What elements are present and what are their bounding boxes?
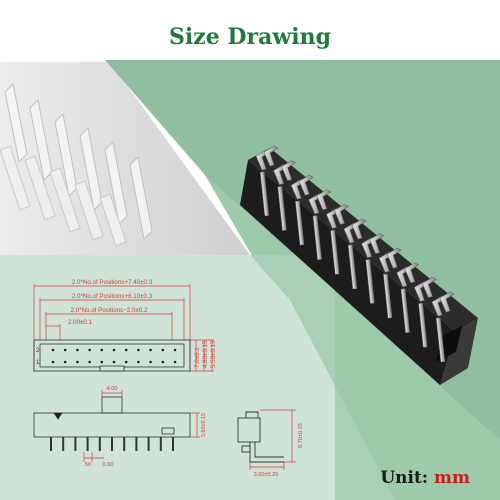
connector-pin: [431, 291, 455, 363]
dim-overall-label: 2.0*No.of Positions+7.40±0.3: [72, 279, 153, 286]
pin-dot: [112, 360, 116, 364]
dim-side-height-label: 8.70±0.25: [298, 423, 304, 448]
pin-dot: [124, 348, 128, 352]
side-view-drawing: [237, 411, 284, 463]
pin-dot: [88, 360, 91, 364]
pin-dot: [161, 360, 165, 364]
side-view-dims: [249, 409, 296, 470]
dim-right-label-1: 7.0±0.1: [194, 347, 201, 368]
front-pin: [86, 437, 89, 451]
front-pin: [98, 437, 101, 451]
dim-front-height-label: 5.60±0.15: [201, 413, 207, 437]
front-pin: [172, 437, 174, 451]
front-pin: [135, 437, 138, 451]
connector-3d: [240, 145, 478, 385]
unit-caption: Unit: mm: [380, 468, 470, 488]
front-pin: [62, 437, 65, 451]
dim-left-label: 50: [85, 462, 91, 468]
row-label-2: 2: [36, 348, 40, 354]
pin-dot: [137, 360, 140, 364]
pin-dot: [124, 360, 128, 364]
dim-right-label-2: 4.80±0.15: [202, 340, 209, 368]
front-view-dims: [83, 390, 200, 462]
connector-pin: [255, 145, 279, 217]
front-pin: [159, 437, 162, 451]
front-view-pins: [50, 437, 174, 451]
connector-pin: [343, 218, 367, 290]
dim-pins-label: 2.0*No.of Positions−2.0±0.2: [71, 307, 148, 314]
pin-dot: [161, 348, 165, 352]
front-pin: [147, 437, 150, 451]
unit-label: Unit:: [380, 468, 429, 488]
unit-value: mm: [434, 468, 470, 488]
dim-pin-label: 0.50: [103, 462, 114, 468]
dim-right-label-3: 5.50±0.15: [210, 340, 217, 368]
connector-front-face: [240, 160, 456, 385]
pin-dot: [100, 348, 104, 352]
pin-dot: [173, 348, 177, 352]
pin-dot: [149, 360, 152, 364]
front-pin: [123, 437, 126, 451]
pin-dot: [51, 360, 55, 364]
pin-dot: [76, 360, 79, 364]
pin-dot: [100, 360, 104, 364]
top-view-body: [33, 339, 191, 372]
dim-side-length-label: 3.00±0.25: [254, 472, 279, 478]
connector-pin: [290, 174, 314, 246]
front-pin: [111, 437, 113, 451]
connector-pin: [308, 189, 332, 261]
dim-pitch-label: 2.00±0.1: [68, 319, 93, 326]
connector-pin: [361, 233, 385, 304]
connector-pin: [414, 277, 438, 348]
dim-body-label: 2.0*No.of Positions+6.10±0.3: [72, 293, 153, 300]
connector-pins: [255, 145, 455, 363]
connector-pin: [326, 204, 350, 275]
pin-dot: [137, 348, 140, 352]
pin-dot: [149, 348, 152, 352]
pin-dot: [51, 348, 55, 352]
pin-dot: [112, 348, 116, 352]
drawing-panel: [0, 255, 335, 500]
page-title: Size Drawing: [169, 24, 331, 50]
drawing-panel-edge: [250, 255, 395, 500]
connector-pin: [273, 160, 297, 231]
pin-dot: [63, 360, 67, 364]
pin-dot: [88, 348, 91, 352]
top-view-pins: [51, 348, 177, 364]
connector-end-face: [440, 318, 478, 385]
blurred-pins: [0, 82, 153, 247]
front-pin: [74, 437, 77, 451]
pin-dot: [76, 348, 79, 352]
pin-dot: [63, 348, 67, 352]
pin-dot: [173, 360, 177, 364]
connector-pin: [396, 262, 420, 334]
dim-key-label: 4.00: [107, 386, 118, 392]
connector-pin: [378, 247, 402, 319]
row-label-1: 1: [36, 360, 40, 366]
front-pin: [50, 437, 52, 451]
